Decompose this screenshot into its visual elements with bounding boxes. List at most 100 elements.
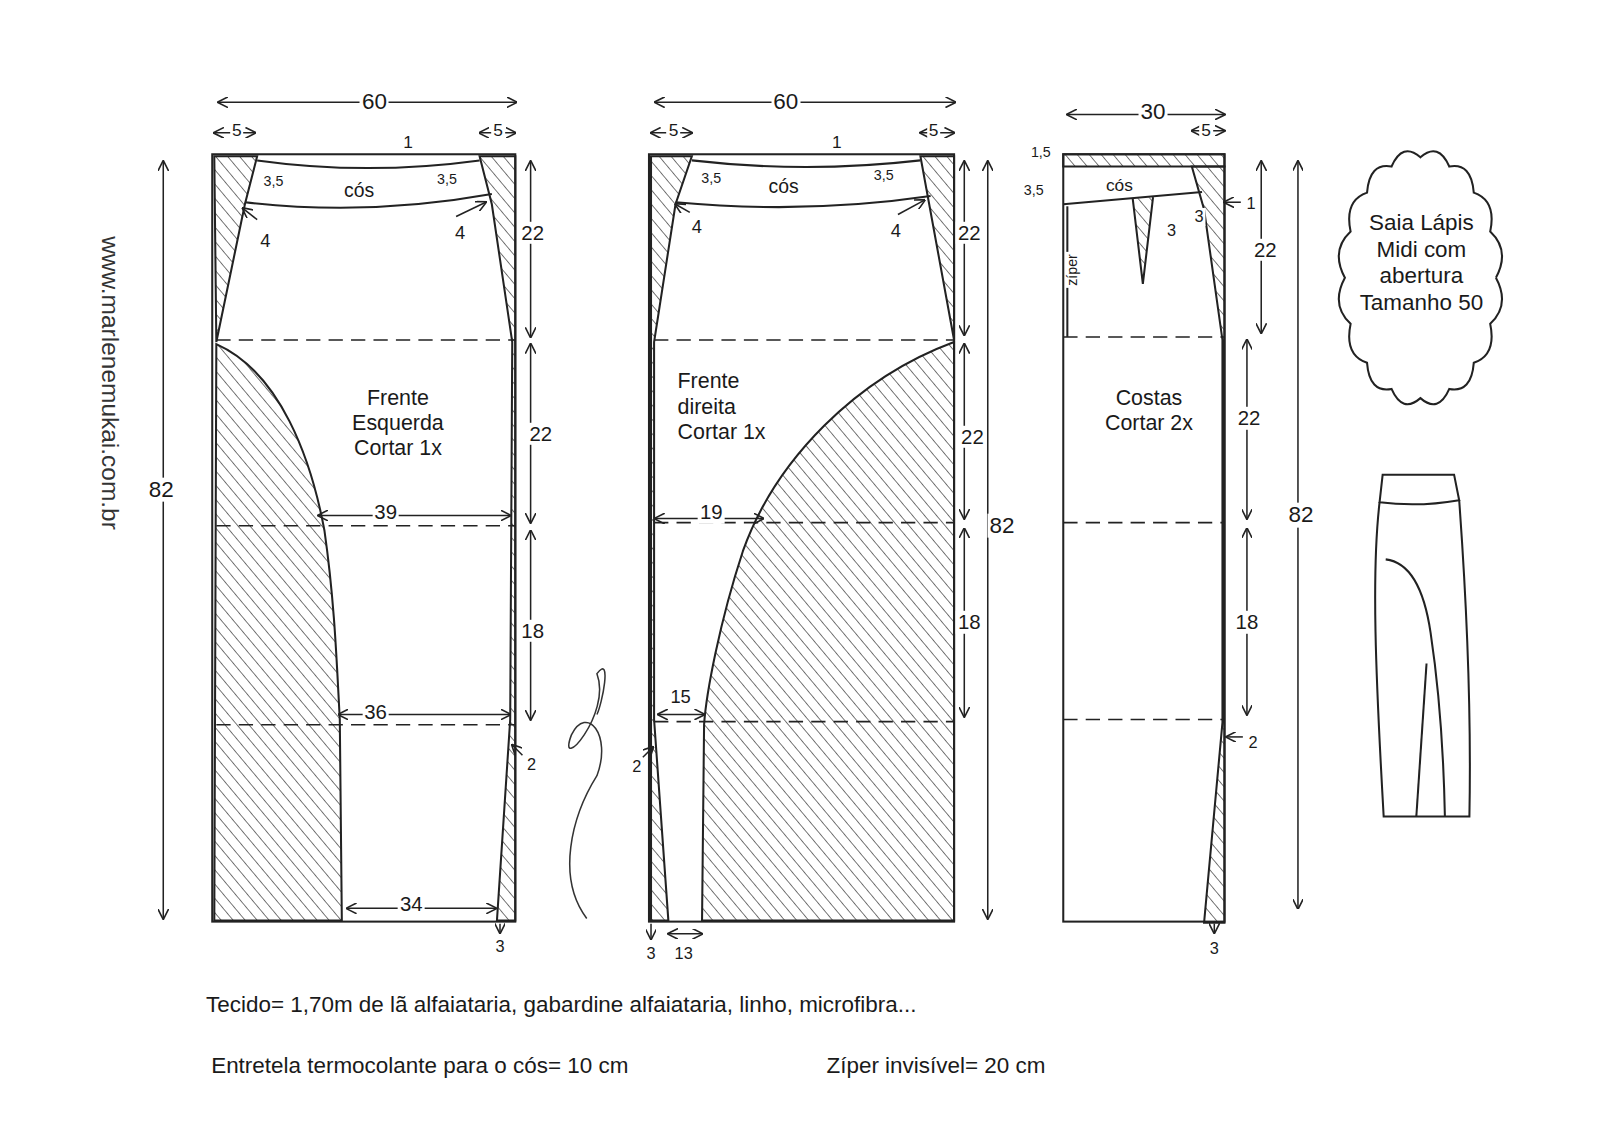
drawing-part xyxy=(456,202,486,216)
waistband-line xyxy=(257,160,479,168)
drawing-part xyxy=(654,339,954,341)
dimension-label: 60 xyxy=(771,90,800,115)
dimension-label: 82 xyxy=(147,477,176,502)
dimension-label: 3 xyxy=(644,945,657,963)
piece-outline xyxy=(1063,154,1224,921)
drawing-part xyxy=(1063,522,1224,524)
dimension-label: 82 xyxy=(988,513,1017,538)
cloud-outline xyxy=(1339,151,1502,404)
dimension-label: 4 xyxy=(889,221,903,241)
drawing-part xyxy=(655,101,955,103)
drawing-part xyxy=(1063,719,1224,721)
waistband: cós xyxy=(1065,169,1189,202)
seam-allowance xyxy=(920,156,954,340)
dimension-label: 22 xyxy=(1252,239,1279,261)
piece-label: Frente Esquerda Cortar 1x xyxy=(337,386,459,462)
drawing-part xyxy=(216,724,515,726)
drawing-part xyxy=(512,745,522,755)
dimension-label: 4 xyxy=(258,231,272,251)
waistband-line xyxy=(676,196,931,207)
dimension-label: 18 xyxy=(519,619,546,641)
leader-arrows xyxy=(243,200,1243,939)
drawing-part xyxy=(499,924,501,933)
dimension-label: 22 xyxy=(519,221,546,243)
dimension-label: 3 xyxy=(493,938,506,956)
dimension-label: 82 xyxy=(1287,503,1316,528)
piece-label: Frente direita Cortar 1x xyxy=(678,369,800,445)
drawing-part xyxy=(216,525,515,527)
seam-allowance xyxy=(1063,154,1224,166)
dimension-label: 5 xyxy=(230,121,244,140)
cut-away xyxy=(214,344,342,921)
drawing-part xyxy=(964,161,966,334)
guide-lines xyxy=(216,340,515,725)
drawing-part xyxy=(243,208,257,219)
drawing-part xyxy=(676,204,690,212)
drawing-part xyxy=(643,747,653,757)
dimension-label: 5 xyxy=(927,121,941,140)
dimension-label: 2 xyxy=(525,756,538,774)
piece-outline xyxy=(212,154,515,921)
seam-allowance xyxy=(1192,167,1225,923)
dimension-label: 18 xyxy=(1234,611,1261,633)
dimension-label: 22 xyxy=(527,422,554,444)
drawing-part xyxy=(650,924,652,939)
dimension-lines xyxy=(163,102,1298,934)
dimension-label: 5 xyxy=(667,121,681,140)
drawing-part xyxy=(668,933,702,935)
seam-allowance xyxy=(480,156,516,920)
dimension-label: 3,5 xyxy=(1022,183,1046,199)
watermark: www.marlenemukai.com.br xyxy=(97,234,124,532)
guide-lines xyxy=(654,340,954,722)
dimension-label: 4 xyxy=(453,223,467,243)
pattern-piece: Frente Esquerda Cortar 1x cós xyxy=(209,153,515,923)
signature xyxy=(569,669,605,919)
drawing-part xyxy=(654,721,954,723)
dimension-label: 1 xyxy=(1244,195,1257,213)
drawing-part xyxy=(658,714,704,716)
dimension-label: 1,5 xyxy=(1029,145,1053,161)
seam-allowance xyxy=(214,156,257,342)
dimension-label: 22 xyxy=(959,426,986,448)
material-note: Tecido= 1,70m de lã alfaiataria, gabardi… xyxy=(204,993,918,1018)
title-cloud: Saia Lápis Midi com abertura Tamanho 50 xyxy=(1345,161,1498,396)
guide-lines xyxy=(1063,337,1224,720)
waistband-label: cós xyxy=(753,175,814,198)
drawing-part xyxy=(898,200,925,214)
dimension-label: 19 xyxy=(698,501,725,523)
drawing-part xyxy=(318,515,510,517)
drawing-part xyxy=(987,161,989,918)
dimension-label: 34 xyxy=(398,893,425,915)
back-piece xyxy=(1063,154,1224,922)
dimension-label: 2 xyxy=(1247,734,1260,752)
dimension-label: 60 xyxy=(360,90,389,115)
pattern-piece: Costas Cortar 2x cós xyxy=(1061,153,1224,923)
material-note: Zíper invisível= 20 cm xyxy=(824,1054,1047,1079)
title-text: Saia Lápis Midi com abertura Tamanho 50 xyxy=(1354,210,1489,316)
dimension-label: 1 xyxy=(401,133,415,152)
sketch-overlap xyxy=(1386,559,1445,816)
dimension-label: 3,5 xyxy=(262,174,286,190)
dimension-label: 5 xyxy=(491,121,505,140)
sketch-fold xyxy=(1416,663,1426,816)
piece-label: Costas Cortar 2x xyxy=(1102,386,1196,437)
dimension-label: 3,5 xyxy=(872,168,896,184)
material-note: Entretela termocolante para o cós= 10 cm xyxy=(209,1054,630,1079)
dimension-label: 3 xyxy=(1192,208,1205,226)
drawing-part xyxy=(1224,201,1240,203)
dimension-label: 18 xyxy=(956,611,983,633)
dimension-label: 4 xyxy=(690,216,704,236)
dimension-label: 36 xyxy=(362,701,389,723)
drawing-part xyxy=(1227,736,1243,738)
seam-allowance xyxy=(651,156,692,920)
drawing-part xyxy=(216,339,515,341)
waistband-label: cós xyxy=(329,179,390,202)
sketch-body xyxy=(1375,500,1470,816)
drawing-part xyxy=(1063,336,1224,338)
dimension-label: 3 xyxy=(1208,940,1221,958)
drawing-part xyxy=(1214,924,1216,933)
waistband-label: cós xyxy=(1089,175,1150,195)
dimension-label: 15 xyxy=(668,687,692,707)
